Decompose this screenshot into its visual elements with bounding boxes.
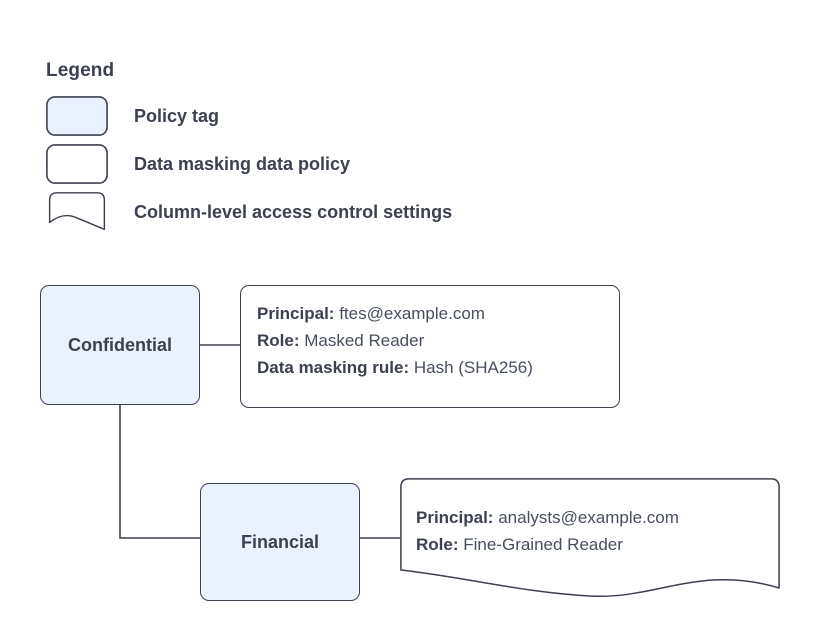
document-wavy-shape-icon <box>400 478 780 598</box>
access-control-settings-box[interactable]: Principal: analysts@example.com Role: Fi… <box>400 478 780 598</box>
edge-confidential-to-financial <box>119 405 200 539</box>
legend-label-data-masking-policy: Data masking data policy <box>134 154 351 174</box>
masking-policy-value-role: Masked Reader <box>304 331 425 350</box>
masking-policy-box[interactable]: Principal: ftes@example.com Role: Masked… <box>240 285 620 408</box>
node-financial-label: Financial <box>240 531 320 552</box>
masking-policy-line-role: Role: Masked Reader <box>257 327 603 354</box>
masking-policy-key-role: Role: <box>257 331 300 350</box>
data-masking-policy-swatch-icon <box>46 144 108 184</box>
column-access-control-swatch-icon <box>48 192 106 230</box>
access-control-value-role: Fine-Grained Reader <box>463 535 623 554</box>
masking-policy-line-principal: Principal: ftes@example.com <box>257 300 603 327</box>
access-control-value-principal: analysts@example.com <box>498 508 679 527</box>
node-confidential-label: Confidential <box>68 334 172 355</box>
masking-policy-key-rule: Data masking rule: <box>257 358 410 377</box>
node-financial[interactable]: Financial <box>200 483 360 601</box>
legend-label-column-access-control: Column-level access control settings <box>134 202 453 222</box>
legend-title: Legend <box>46 60 115 81</box>
masking-policy-value-rule: Hash (SHA256) <box>413 358 533 377</box>
masking-policy-line-rule: Data masking rule: Hash (SHA256) <box>257 354 603 381</box>
node-confidential[interactable]: Confidential <box>40 285 200 405</box>
masking-policy-key-principal: Principal: <box>257 304 335 323</box>
access-control-line-role: Role: Fine-Grained Reader <box>416 531 780 558</box>
access-control-line-principal: Principal: analysts@example.com <box>416 504 780 531</box>
access-control-key-role: Role: <box>416 535 459 554</box>
masking-policy-value-principal: ftes@example.com <box>339 304 485 323</box>
legend-label-policy-tag: Policy tag <box>134 106 220 126</box>
policy-tag-swatch-icon <box>46 96 108 136</box>
access-control-key-principal: Principal: <box>416 508 494 527</box>
